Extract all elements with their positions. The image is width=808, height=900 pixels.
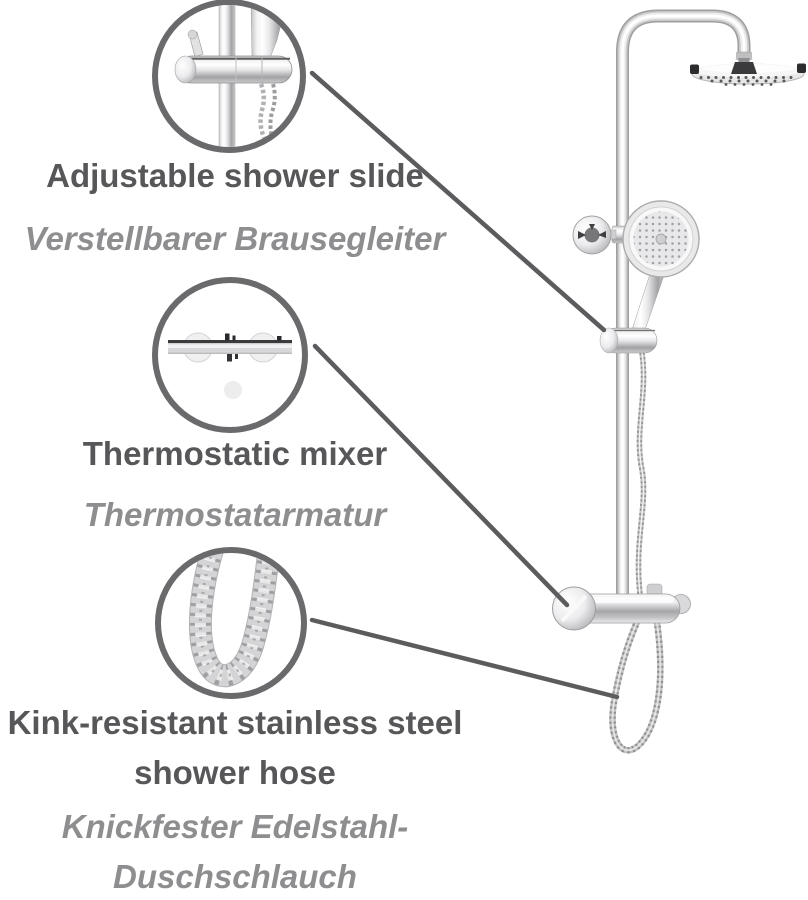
leader-line-thermostatic-mixer [312,343,570,608]
label-shower-slide-de: Verstellbarer Brausegleiter [24,220,446,257]
leader-line-shower-hose [309,617,620,700]
thermostatic-mixer-closeup [168,332,292,399]
shower-slide [599,327,658,354]
shower-system-illustration [552,9,806,754]
label-thermostatic-mixer-de: Thermostatarmatur [83,496,387,533]
callout-circle-shower-slide [152,0,306,153]
label-shower-slide-en: Adjustable shower slide [46,157,424,194]
label-shower-hose-en: Kink-resistant stainless steel shower ho… [0,698,470,798]
shower-rail [616,9,751,608]
callout-circle-thermostatic-mixer [152,277,308,433]
callout-circle-shower-hose [155,547,307,699]
leader-lines [309,70,620,700]
hand-shower [622,200,700,342]
thermostatic-mixer [552,583,691,631]
rain-shower-head [690,51,806,86]
shower-hose [609,352,664,754]
hose-closeup [188,553,281,688]
label-shower-hose-de-line2: Duschschlauch [113,858,357,895]
label-shower-hose-de: Knickfester Edelstahl- Duschschlauch [0,802,470,900]
label-shower-hose-en-line1: Kink-resistant stainless steel [7,704,463,741]
label-shower-hose-en-line2: shower hose [134,754,336,791]
label-shower-hose-de-line1: Knickfester Edelstahl- [61,808,409,845]
spray-nozzles [699,76,793,86]
head-mount [731,62,757,74]
label-thermostatic-mixer-en: Thermostatic mixer [82,435,388,472]
leader-line-shower-slide [309,70,607,333]
